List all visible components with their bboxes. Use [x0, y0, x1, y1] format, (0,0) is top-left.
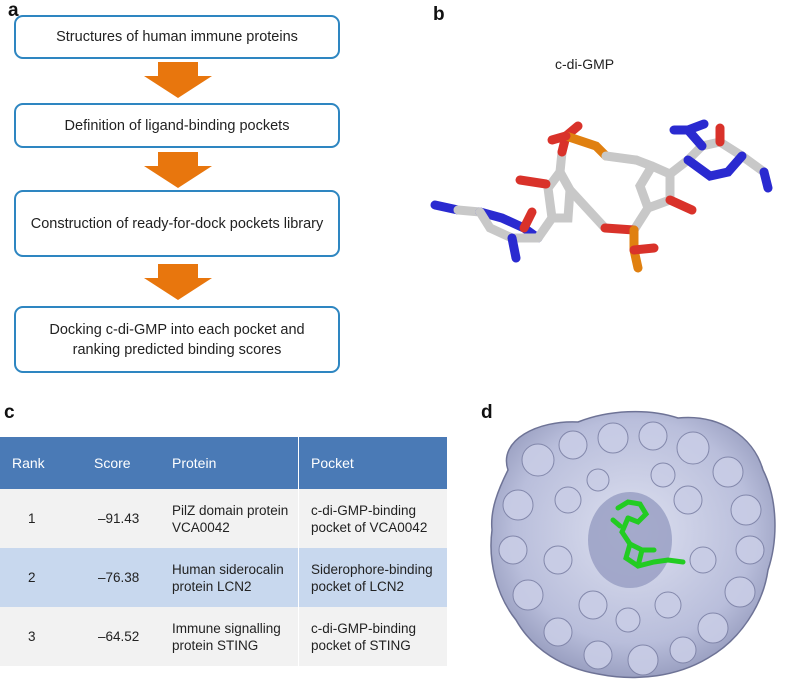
column-header-rank: Rank	[0, 437, 82, 489]
panel-label-c: c	[4, 402, 15, 423]
column-header-score: Score	[82, 437, 160, 489]
cell-pocket: Siderophore-binding pocket of LCN2	[298, 548, 447, 607]
flow-step-structures: Structures of human immune proteins	[14, 15, 340, 59]
cell-rank: 1	[0, 489, 82, 548]
cell-pocket: c-di-GMP-binding pocket of STING	[298, 607, 447, 666]
cell-protein: PilZ domain protein VCA0042	[160, 489, 299, 548]
flow-step-text: Structures of human immune proteins	[56, 29, 298, 45]
table-row: 2 –76.38 Human siderocalin protein LCN2 …	[0, 548, 447, 607]
molecule-label: c-di-GMP	[555, 56, 615, 72]
cell-score: –64.52	[82, 607, 160, 666]
cell-rank: 3	[0, 607, 82, 666]
table-header-row: Rank Score Protein Pocket	[0, 437, 447, 489]
panel-label-a: a	[8, 0, 19, 21]
c-di-gmp-molecule-illustration	[430, 119, 773, 273]
docking-score-table: Rank Score Protein Pocket 1 –91.43 PilZ …	[0, 437, 447, 666]
column-header-protein: Protein	[160, 437, 299, 489]
cell-score: –91.43	[82, 489, 160, 548]
down-arrow-icon	[144, 62, 212, 98]
protein-surface-illustration	[490, 410, 776, 679]
panel-label-d: d	[481, 402, 493, 423]
flow-step-text: Construction of ready-for-dock pockets l…	[30, 215, 324, 232]
table-row: 3 –64.52 Immune signalling protein STING…	[0, 607, 447, 666]
down-arrow-icon	[144, 152, 212, 188]
cell-pocket: c-di-GMP-binding pocket of VCA0042	[298, 489, 447, 548]
flow-step-pockets: Definition of ligand-binding pockets	[14, 103, 340, 148]
cell-rank: 2	[0, 548, 82, 607]
cell-protein: Immune signalling protein STING	[160, 607, 299, 666]
flow-step-docking: Docking c-di-GMP into each pocket and ra…	[14, 306, 340, 373]
table-row: 1 –91.43 PilZ domain protein VCA0042 c-d…	[0, 489, 447, 548]
cell-protein: Human siderocalin protein LCN2	[160, 548, 299, 607]
flow-step-text: Docking c-di-GMP into each pocket and ra…	[49, 321, 305, 358]
flow-step-text: Definition of ligand-binding pockets	[64, 117, 290, 134]
down-arrow-icon	[144, 264, 212, 300]
flow-step-library: Construction of ready-for-dock pockets l…	[14, 190, 340, 257]
column-header-pocket: Pocket	[298, 437, 447, 489]
panel-label-b: b	[433, 4, 445, 25]
cell-score: –76.38	[82, 548, 160, 607]
